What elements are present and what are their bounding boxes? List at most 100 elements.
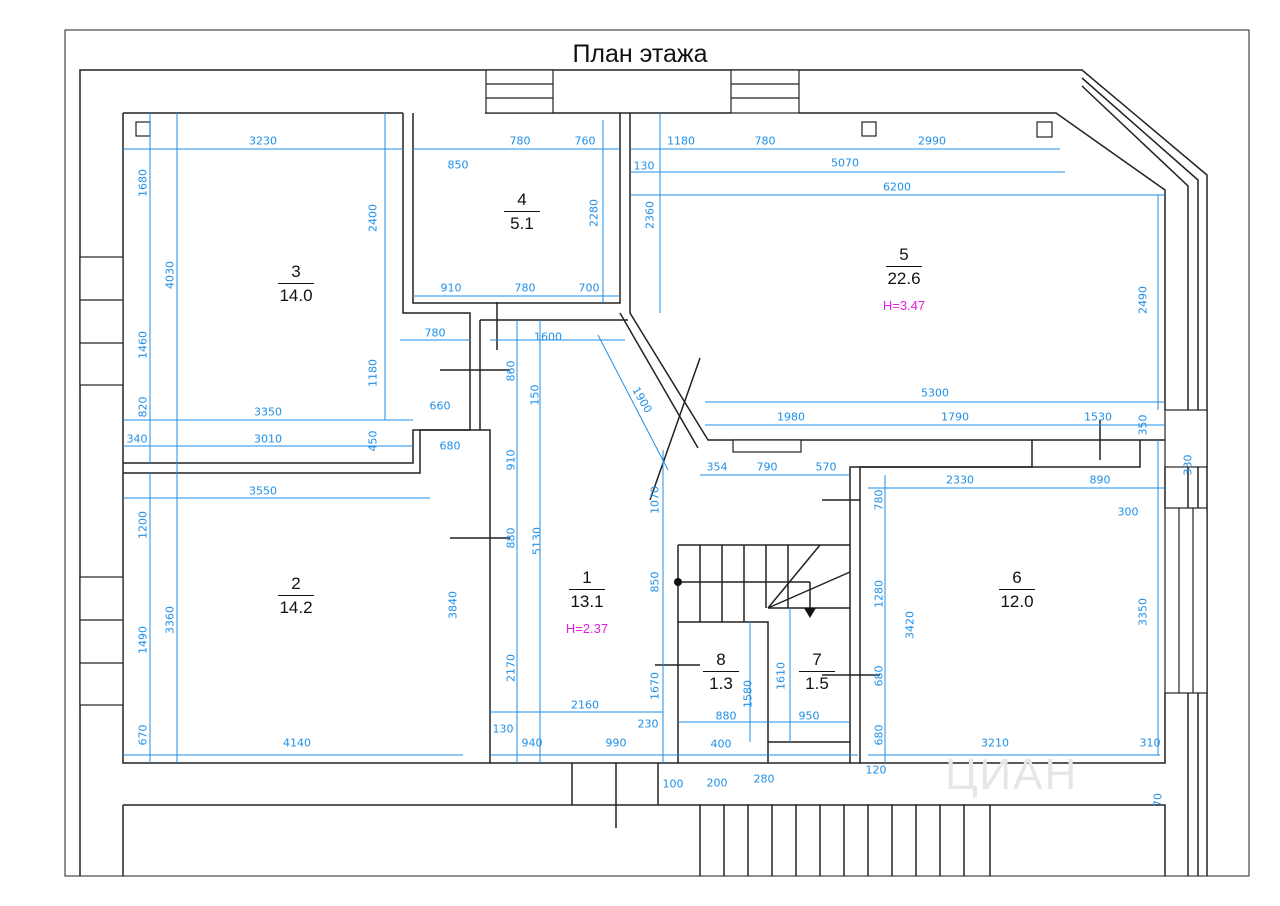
- room-number: 7: [799, 650, 835, 672]
- dimension-label: 850: [648, 571, 662, 593]
- dimension-label: 860: [504, 360, 518, 382]
- room-area: 22.6: [887, 269, 921, 288]
- dimension-label: 1580: [741, 680, 755, 708]
- dimension-label: 820: [136, 396, 150, 418]
- dimension-label: 3350: [254, 405, 282, 419]
- dimension-label: 1460: [136, 331, 150, 359]
- dimension-label: 1200: [136, 511, 150, 539]
- dimension-label: 3420: [903, 611, 917, 639]
- dimension-label: 4140: [283, 736, 311, 750]
- dimension-label: 1530: [1084, 410, 1112, 424]
- dimension-label: 990: [605, 736, 627, 750]
- dimension-label: 130: [633, 159, 655, 173]
- dimension-label: 1180: [366, 359, 380, 387]
- dimension-label: 120: [865, 763, 887, 777]
- room-area: 1.3: [709, 674, 733, 693]
- dimension-label: 3840: [446, 591, 460, 619]
- dimension-label: 780: [509, 134, 531, 148]
- dimension-label: 2400: [366, 204, 380, 232]
- dimension-label: 1790: [941, 410, 969, 424]
- dimension-label: 680: [439, 439, 461, 453]
- dimension-label: 680: [872, 665, 886, 687]
- dimension-label: 1600: [534, 330, 562, 344]
- dimension-label: 70: [1151, 793, 1165, 807]
- dimension-label: 6200: [883, 180, 911, 194]
- dimension-label: 780: [514, 281, 536, 295]
- dimension-label: 1490: [136, 626, 150, 654]
- dimension-label: 880: [504, 527, 518, 549]
- dimension-label: 3010: [254, 432, 282, 446]
- dimension-label: 780: [872, 489, 886, 511]
- dimension-label: 2330: [946, 473, 974, 487]
- dimension-label: 1180: [667, 134, 695, 148]
- dimension-label: 780: [754, 134, 776, 148]
- room-number: 4: [504, 190, 540, 212]
- dimension-label: 310: [1139, 736, 1161, 750]
- dimension-label: 780: [424, 326, 446, 340]
- dimension-label: 850: [447, 158, 469, 172]
- dimension-label: 354: [706, 460, 728, 474]
- dimension-label: 200: [706, 776, 728, 790]
- dimension-label: 880: [715, 709, 737, 723]
- dimension-label: 5130: [530, 527, 544, 555]
- dimension-label: 3230: [249, 134, 277, 148]
- dimension-label: 760: [574, 134, 596, 148]
- dimension-label: 790: [756, 460, 778, 474]
- dimension-label: 100: [662, 777, 684, 791]
- room-area: 12.0: [1000, 592, 1034, 611]
- dimension-label: 1070: [648, 486, 662, 514]
- dimension-label: 2990: [918, 134, 946, 148]
- dimension-lines: [123, 113, 1165, 763]
- dimension-label: 680: [872, 724, 886, 746]
- dimension-label: 3550: [249, 484, 277, 498]
- room-number: 2: [278, 574, 314, 596]
- dimension-label: 660: [429, 399, 451, 413]
- dimension-label: 340: [126, 432, 148, 446]
- room-area: 5.1: [510, 214, 534, 233]
- dimension-label: 280: [753, 772, 775, 786]
- room-number: 5: [886, 245, 922, 267]
- plan-title: План этажа: [572, 40, 708, 68]
- dimension-label: 4030: [163, 261, 177, 289]
- dimension-label: 2360: [643, 201, 657, 229]
- ceiling-height: H=3.47: [882, 298, 926, 313]
- watermark-logo: ЦИАН: [945, 750, 1079, 799]
- dimension-label: 700: [578, 281, 600, 295]
- dimension-label: 2160: [571, 698, 599, 712]
- dimension-label: 400: [710, 737, 732, 751]
- dimension-label: 1610: [774, 662, 788, 690]
- dimension-label: 450: [366, 430, 380, 452]
- dimension-label: 2490: [1136, 286, 1150, 314]
- dimension-label: 2280: [587, 199, 601, 227]
- room-area: 1.5: [805, 674, 829, 693]
- dimension-label: 3210: [981, 736, 1009, 750]
- dimension-label: 1670: [648, 672, 662, 700]
- ceiling-height: H=2.37: [565, 621, 609, 636]
- dimension-label: 230: [637, 717, 659, 731]
- dimension-label: 910: [504, 449, 518, 471]
- dimension-label: 3350: [1136, 598, 1150, 626]
- dimension-label: 950: [798, 709, 820, 723]
- windows: [79, 69, 1208, 706]
- room-number: 1: [569, 568, 605, 590]
- dimension-label: 3360: [163, 606, 177, 634]
- walls: [64, 29, 1250, 877]
- dimension-label: 5300: [921, 386, 949, 400]
- room-number: 6: [999, 568, 1035, 590]
- dimension-label: 890: [1089, 473, 1111, 487]
- dimension-label: 300: [1117, 505, 1139, 519]
- stair-arrow-icon: [804, 608, 816, 618]
- dimension-label: 910: [440, 281, 462, 295]
- dimension-label: 5070: [831, 156, 859, 170]
- dimension-label: 150: [528, 384, 542, 406]
- dimension-label: 940: [521, 736, 543, 750]
- room-number: 3: [278, 262, 314, 284]
- dimension-label: 350: [1136, 414, 1150, 436]
- dimension-label: 2170: [504, 654, 518, 682]
